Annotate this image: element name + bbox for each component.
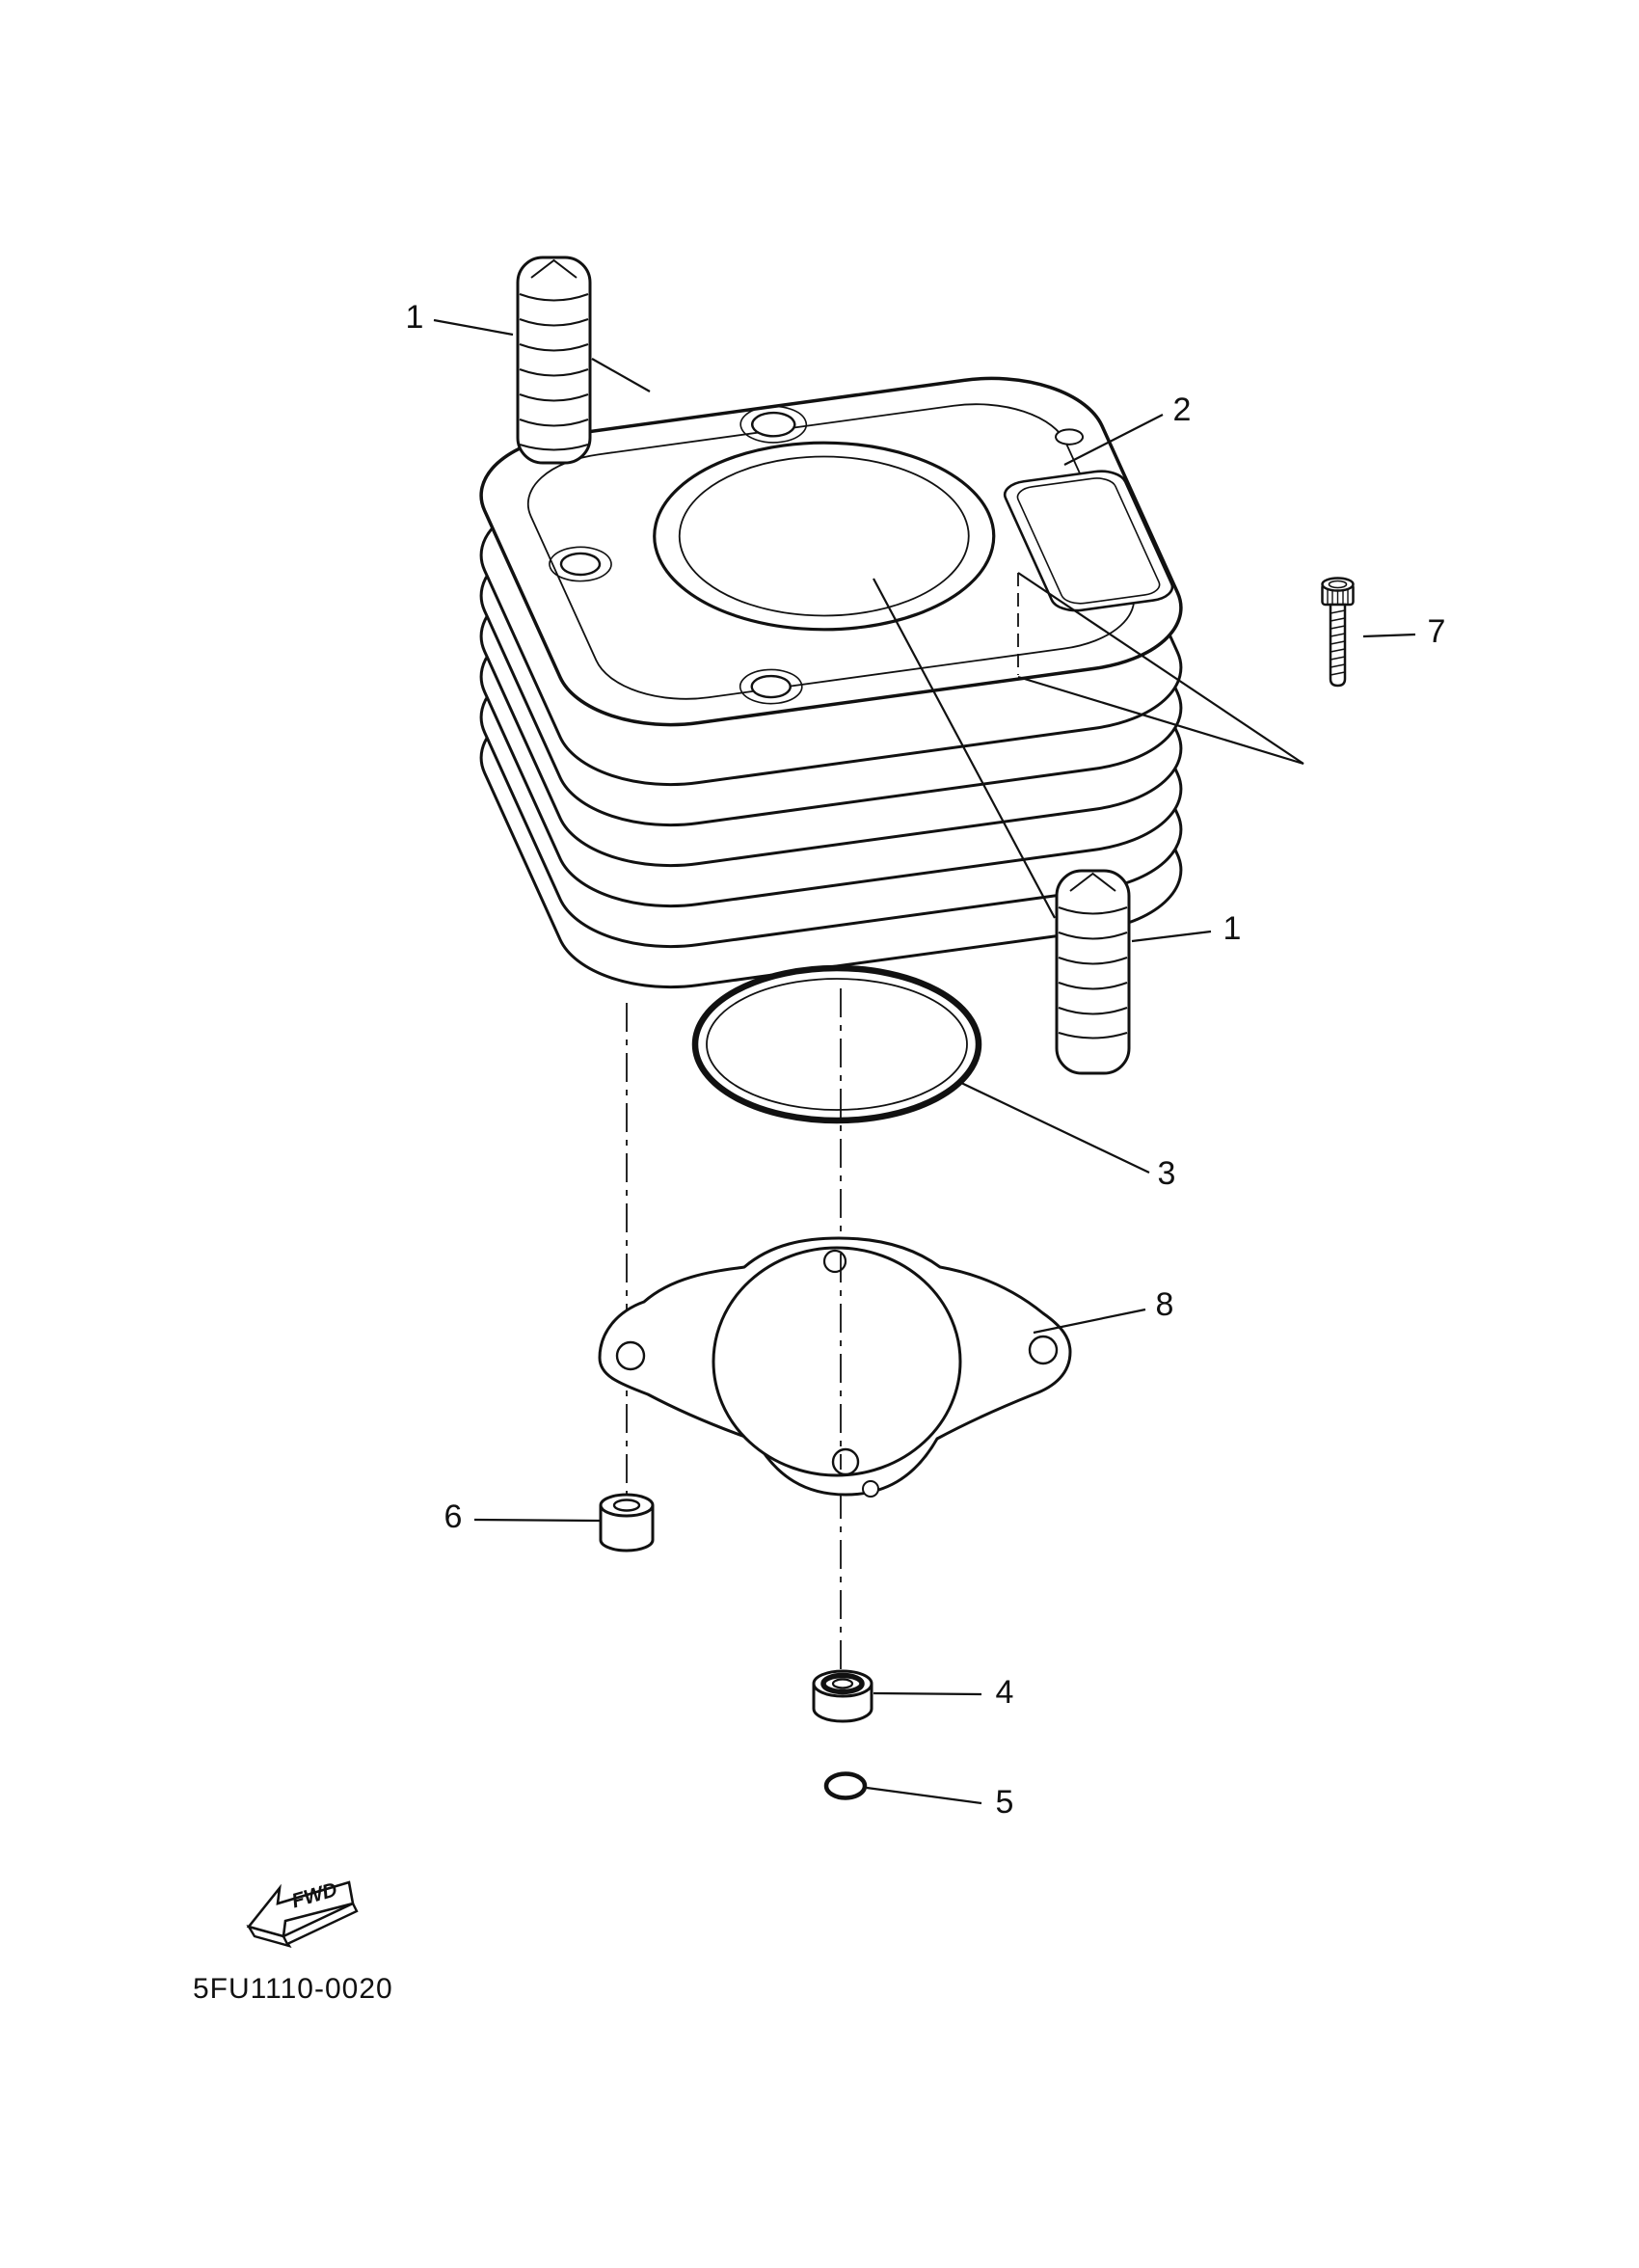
callout-cylinder: 2	[1173, 392, 1192, 428]
stud-right	[1055, 869, 1131, 1075]
callout-gasket: 8	[1156, 1286, 1174, 1323]
callout-oring-large: 3	[1158, 1155, 1176, 1192]
o-ring-large	[691, 964, 982, 1124]
collar	[599, 1493, 655, 1552]
leader-gasket	[1033, 1308, 1146, 1335]
leader-bolt	[1362, 633, 1416, 638]
leader-cylinder	[1063, 414, 1164, 466]
leader-lines	[433, 318, 1416, 1805]
drawing-code: 5FU1110-0020	[193, 1973, 393, 2005]
leader-bolt-hole-upper	[1017, 572, 1304, 765]
callout-stud-top: 1	[406, 299, 424, 336]
callout-bolt: 7	[1428, 613, 1446, 650]
callout-oring-small: 5	[996, 1784, 1014, 1821]
leader-stud-right-insert	[873, 578, 1056, 919]
leader-stud-right	[1131, 930, 1212, 943]
leader-stud-top-insert	[591, 358, 651, 392]
leader-oring-large	[958, 1081, 1150, 1174]
stud-top-left	[516, 256, 592, 465]
leader-bolt-hole-lower	[1017, 675, 1304, 766]
cam-chain-recess	[1000, 469, 1178, 613]
callout-damper: 4	[996, 1674, 1014, 1711]
leader-collar	[473, 1518, 601, 1523]
cylinder-base-gasket	[598, 1236, 1072, 1498]
callout-stud-right: 1	[1223, 910, 1242, 947]
o-ring-small	[823, 1771, 868, 1800]
fwd-arrow: FWD	[246, 1878, 359, 1948]
leader-stud-top	[433, 318, 514, 337]
leader-oring-small	[866, 1786, 982, 1805]
callout-collar: 6	[444, 1498, 463, 1535]
cylinder-bore	[618, 423, 1030, 650]
damper-grommet	[812, 1669, 873, 1723]
cylinder-bolt	[1321, 577, 1355, 688]
cylinder-top-face	[457, 364, 1205, 738]
leader-damper	[873, 1691, 982, 1696]
